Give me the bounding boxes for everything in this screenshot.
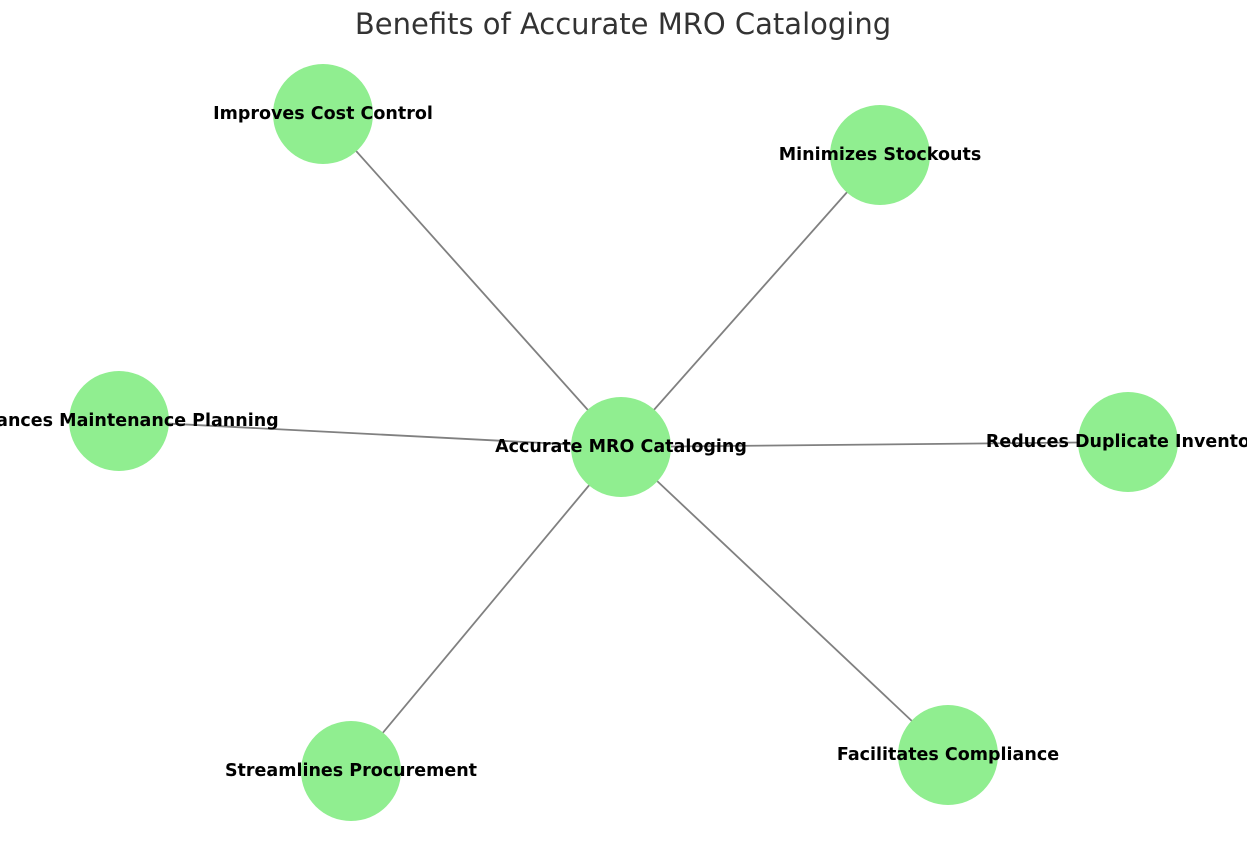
nodes [69,64,1178,821]
edge-procurement [350,446,622,772]
node-compliance [898,705,998,805]
node-cost-control [273,64,373,164]
edge-cost-control [322,113,622,448]
node-stockouts [830,105,930,205]
node-label-center: Accurate MRO Cataloging [495,437,747,457]
node-label-stockouts: Minimizes Stockouts [779,145,981,165]
node-procurement [301,721,401,821]
diagram-title: Benefits of Accurate MRO Cataloging [355,7,891,41]
edge-maintenance-planning [118,420,622,448]
node-center [571,397,671,497]
node-maintenance-planning [69,371,169,471]
labels: Improves Cost Control Minimizes Stockout… [0,104,1247,781]
node-label-maintenance-planning: Enhances Maintenance Planning [0,411,279,431]
edges [118,113,1129,772]
edge-duplicate-inventory [620,441,1129,448]
node-label-duplicate-inventory: Reduces Duplicate Inventory [986,432,1247,452]
node-label-cost-control: Improves Cost Control [213,104,433,124]
edge-compliance [620,446,949,756]
node-duplicate-inventory [1078,392,1178,492]
node-label-compliance: Facilitates Compliance [837,745,1059,765]
edge-stockouts [620,154,881,448]
node-label-procurement: Streamlines Procurement [225,761,477,781]
